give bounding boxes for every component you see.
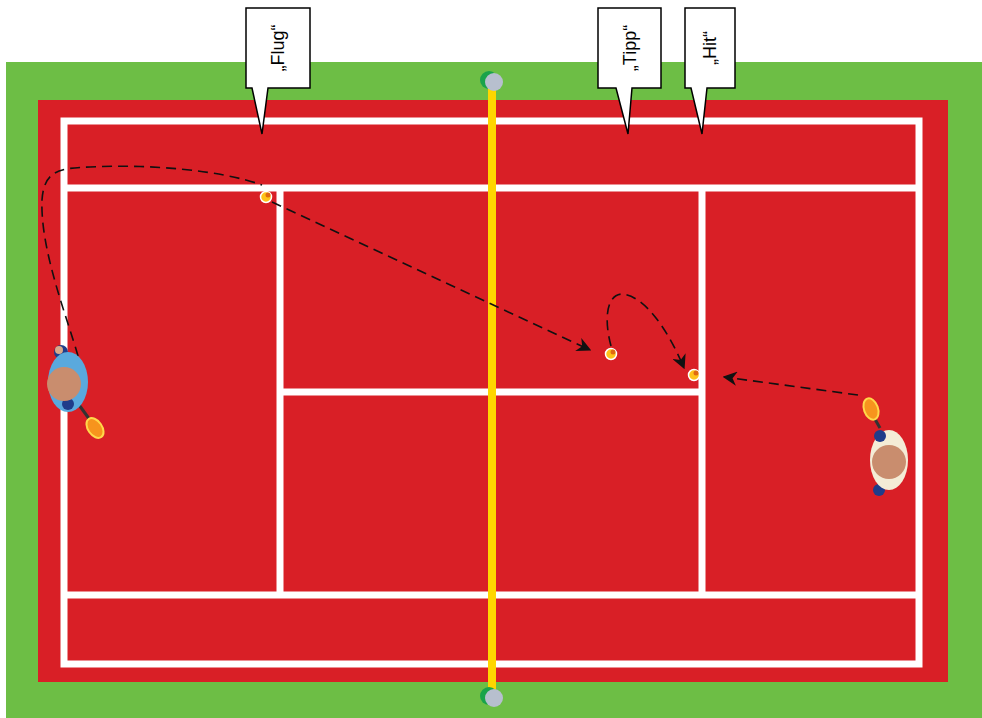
callout-text: „Tipp“ (619, 25, 640, 71)
callout-box: „Tipp“ (598, 8, 661, 88)
shuttlecock (261, 192, 700, 381)
callout-box: „Flug“ (246, 8, 310, 88)
callout-outline (685, 8, 735, 136)
player-left (47, 345, 107, 441)
net-post (480, 71, 503, 707)
player-right (861, 396, 908, 496)
callout-text: „Hit“ (700, 31, 721, 65)
grass-ground (6, 62, 982, 718)
net (488, 82, 496, 698)
shuttle-trajectory (42, 166, 858, 395)
callout-text: „Flug“ (268, 24, 289, 71)
callout-box: „Hit“ (685, 8, 735, 88)
